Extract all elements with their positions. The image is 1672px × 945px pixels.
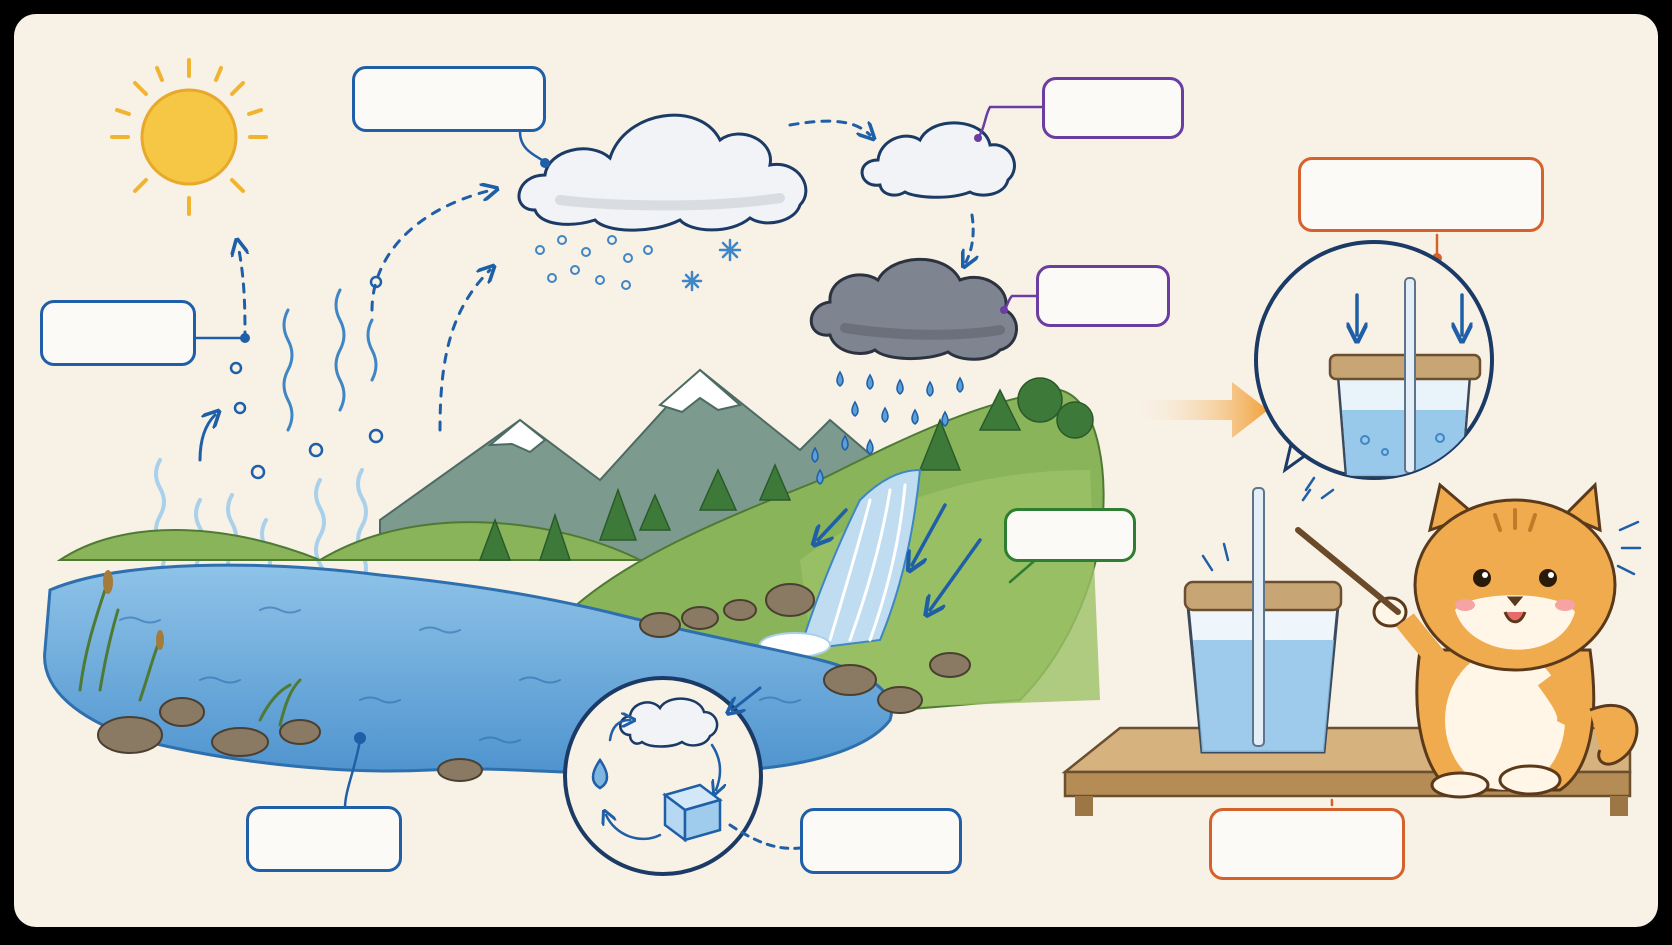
evaporation-wave-icon (282, 288, 378, 432)
label-cup-experiment (1209, 808, 1405, 880)
rain-cloud-icon (809, 257, 1018, 361)
white-cloud-icon (619, 697, 719, 748)
phase-connector (730, 686, 802, 850)
straw-icon (1404, 277, 1416, 474)
cup-icon (1183, 476, 1343, 754)
label-collection (246, 806, 402, 872)
white-cloud-icon (517, 113, 808, 232)
ice-cube-icon (662, 783, 723, 843)
waterfall-icon (759, 468, 922, 658)
water-drop-icon (591, 757, 609, 790)
vapor-bubbles (229, 275, 384, 480)
label-condensation (352, 66, 546, 132)
pointer-stick-icon (1295, 527, 1401, 615)
zoom-bubble (1254, 240, 1494, 480)
excite-lines (1301, 488, 1642, 576)
label-sun-heat (40, 300, 196, 366)
cycle-circle-icon (563, 676, 763, 876)
cat-icon (1372, 481, 1639, 799)
label-cloud-formation (1042, 77, 1184, 139)
label-precipitation (1036, 265, 1170, 327)
tree-icon (478, 377, 1094, 561)
sun-icon (110, 58, 268, 216)
snowflake-icon (535, 235, 742, 292)
raindrop-icon (811, 370, 964, 485)
straw-icon (1252, 487, 1265, 747)
runoff-arrows (818, 503, 982, 610)
label-lid-condensation (1298, 157, 1544, 232)
evaporation-arrows (198, 119, 973, 462)
reed-heads (103, 570, 164, 650)
rock-icon (97, 583, 971, 782)
label-runoff (1004, 508, 1136, 562)
label-phase-change (800, 808, 962, 874)
orange-arrow-icon (1130, 382, 1268, 438)
